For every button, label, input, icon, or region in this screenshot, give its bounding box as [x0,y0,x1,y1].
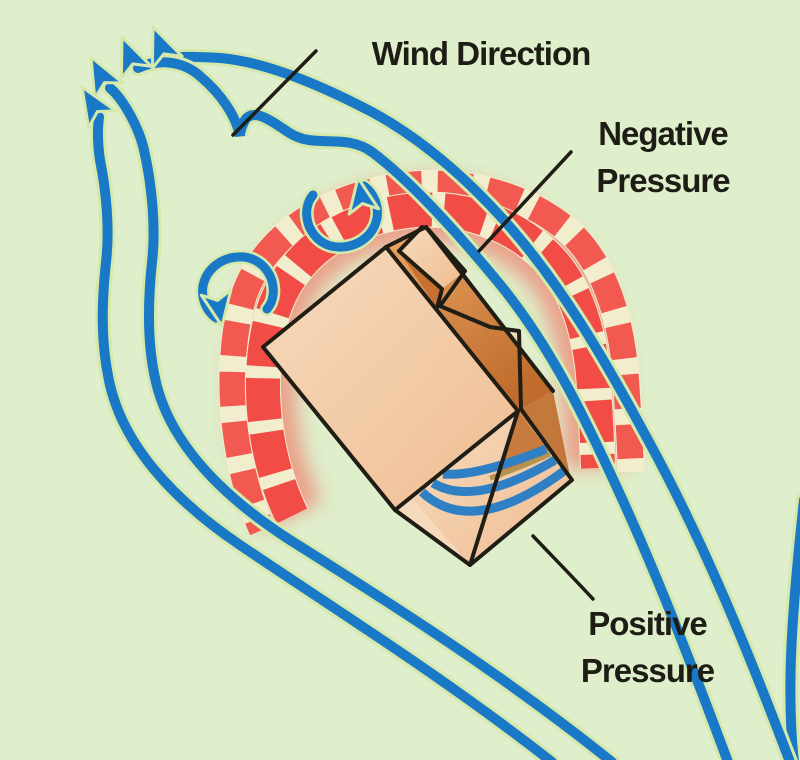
wing-slope-light [399,227,465,289]
callout-lines [231,49,595,601]
brick-row-inner [245,192,615,524]
wing-edge [397,249,444,310]
building [261,225,574,567]
streamline-left-inner [105,83,617,760]
porch-divider [468,409,520,567]
flow-arrow-icon [80,85,118,130]
positive-pressure-line1: Positive [588,605,708,642]
streamline-left-outer [93,112,557,760]
positive-pressure-stripe [418,467,567,516]
eddy-curl-icon [299,176,385,255]
positive-pressure-stripe [430,456,558,497]
flow-arrow-icon [119,35,153,80]
stripe-gap-gold [489,451,552,481]
positive-pressure-callout [531,534,595,601]
wing-shadow [401,254,442,308]
positive-pressure-label: Positive Pressure [560,600,735,694]
ridge-line [384,245,520,413]
wind-direction-callout [231,49,318,137]
negative-pressure-line1: Negative [598,115,729,152]
roof-slope-light [263,247,518,510]
flow-arrow-icon [150,25,184,70]
positive-pressure-stripe [442,444,548,479]
positive-pressure-line2: Pressure [580,652,715,689]
negative-pressure-line2: Pressure [596,162,730,199]
negative-pressure-label: Negative Pressure [578,110,748,204]
ridge-line [424,225,555,393]
wind-direction-label: Wind Direction [371,35,592,72]
flow-arrow-icon [89,55,125,100]
gable-shadow-upper [518,391,570,476]
porch-edge [393,409,520,512]
streamline-right-outer [163,51,795,760]
negative-pressure-callout [477,150,573,253]
brick-row-outer [219,170,644,536]
wind-streamlines [80,25,800,760]
wing-edge [397,225,424,253]
streamline-right-inner [133,57,733,760]
